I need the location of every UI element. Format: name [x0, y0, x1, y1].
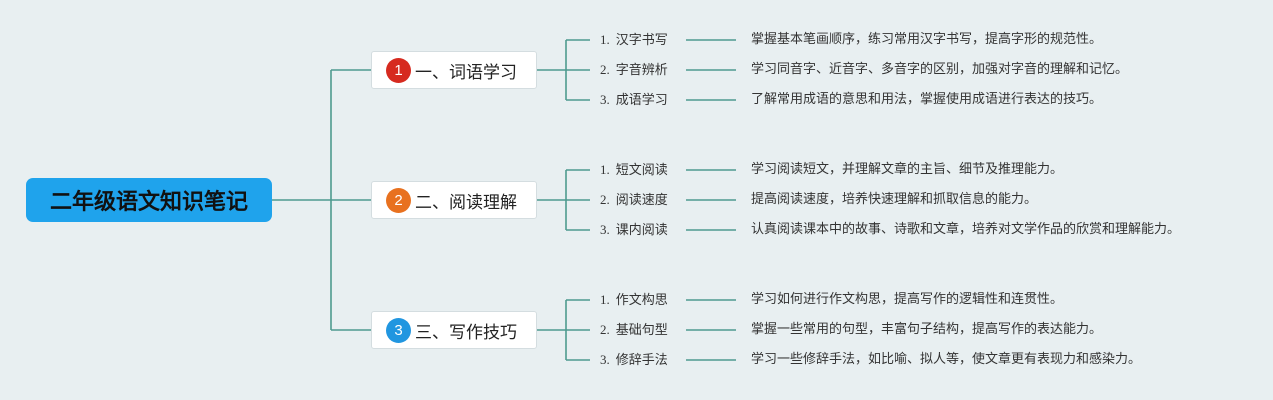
subtopic-description: 学习阅读短文，并理解文章的主旨、细节及推理能力。 — [751, 162, 1064, 177]
subtopic-number: 3. — [600, 352, 610, 367]
subtopic-node[interactable]: 1. 作文构思 — [600, 290, 668, 310]
subtopic-description: 提高阅读速度，培养快速理解和抓取信息的能力。 — [751, 192, 1038, 207]
subtopic-node[interactable]: 1. 汉字书写 — [600, 30, 668, 50]
subtopic-node[interactable]: 1. 短文阅读 — [600, 160, 668, 180]
subtopic-number: 2. — [600, 322, 610, 337]
subtopic-node[interactable]: 3. 课内阅读 — [600, 220, 668, 240]
subtopic-label: 课内阅读 — [615, 223, 668, 238]
subtopic-number: 1. — [600, 32, 610, 47]
root-node[interactable]: 二年级语文知识笔记 — [26, 178, 272, 222]
topic-label: 一、词语学习 — [415, 62, 517, 83]
subtopic-label: 阅读速度 — [615, 193, 668, 208]
subtopic-description: 掌握一些常用的句型，丰富句子结构，提高写作的表达能力。 — [751, 322, 1103, 337]
subtopic-description: 掌握基本笔画顺序，练习常用汉字书写，提高字形的规范性。 — [751, 32, 1103, 47]
subtopic-description: 了解常用成语的意思和用法，掌握使用成语进行表达的技巧。 — [751, 92, 1103, 107]
subtopic-node[interactable]: 3. 成语学习 — [600, 90, 668, 110]
topic-label: 三、写作技巧 — [415, 322, 517, 343]
subtopic-label: 修辞手法 — [615, 353, 668, 368]
subtopic-number: 1. — [600, 292, 610, 307]
subtopic-node[interactable]: 2. 字音辨析 — [600, 60, 668, 80]
number-badge-icon: 1 — [386, 57, 411, 83]
subtopic-label: 基础句型 — [615, 323, 668, 338]
subtopic-node[interactable]: 2. 基础句型 — [600, 320, 668, 340]
subtopic-number: 3. — [600, 92, 610, 107]
subtopic-node[interactable]: 2. 阅读速度 — [600, 190, 668, 210]
subtopic-label: 作文构思 — [615, 293, 668, 308]
subtopic-description: 认真阅读课本中的故事、诗歌和文章，培养对文学作品的欣赏和理解能力。 — [751, 222, 1181, 237]
subtopic-number: 2. — [600, 62, 610, 77]
subtopic-description: 学习同音字、近音字、多音字的区别，加强对字音的理解和记忆。 — [751, 62, 1129, 77]
number-badge-icon: 3 — [386, 317, 411, 343]
subtopic-number: 3. — [600, 222, 610, 237]
number-badge-icon: 2 — [386, 187, 411, 213]
subtopic-label: 字音辨析 — [615, 63, 668, 78]
root-title: 二年级语文知识笔记 — [49, 190, 248, 215]
subtopic-number: 1. — [600, 162, 610, 177]
subtopic-label: 汉字书写 — [615, 33, 668, 48]
topic-label: 二、阅读理解 — [415, 192, 517, 213]
subtopic-label: 短文阅读 — [615, 163, 668, 178]
subtopic-number: 2. — [600, 192, 610, 207]
subtopic-node[interactable]: 3. 修辞手法 — [600, 350, 668, 370]
subtopic-description: 学习一些修辞手法，如比喻、拟人等，使文章更有表现力和感染力。 — [751, 352, 1142, 367]
subtopic-description: 学习如何进行作文构思，提高写作的逻辑性和连贯性。 — [751, 292, 1064, 307]
subtopic-label: 成语学习 — [615, 93, 668, 108]
